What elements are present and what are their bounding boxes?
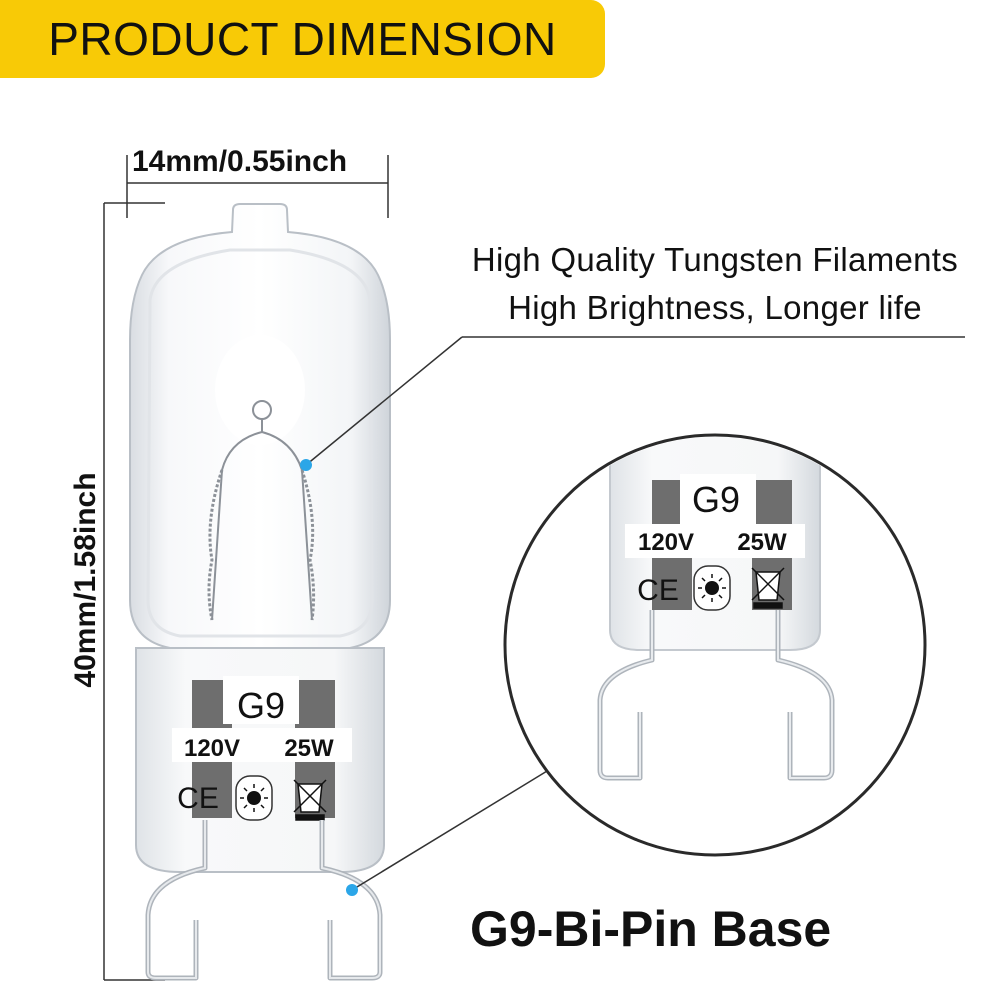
feature-text: High Quality Tungsten Filaments High Bri…: [420, 236, 1000, 332]
base-callout-dot: [346, 884, 358, 896]
base-title: G9-Bi-Pin Base: [470, 901, 832, 957]
crossed-bin-icon: [293, 779, 327, 821]
bulb-wattage-marking: 25W: [284, 735, 334, 762]
feature-line-2: High Brightness, Longer life: [508, 289, 922, 326]
bulb-base: G9 120V 25W CE: [135, 647, 385, 981]
zoom-bulb-wattage-marking: 25W: [737, 529, 787, 556]
zoom-ce-mark: CE: [637, 574, 679, 607]
sun-symbol-icon: [235, 775, 273, 821]
feature-line-1: High Quality Tungsten Filaments: [471, 241, 959, 278]
width-dimension-lines: [126, 155, 389, 218]
zoom-bulb-type-marking: G9: [692, 479, 740, 520]
width-dimension-label: 14mm/0.55inch: [132, 145, 348, 178]
product-dimension-banner: PRODUCT DIMENSION: [0, 0, 605, 78]
zoom-crossed-bin-icon: [751, 567, 785, 609]
base-callout: [346, 767, 553, 896]
zoom-bulb-voltage-marking: 120V: [638, 529, 694, 556]
zoom-sun-symbol-icon: [693, 565, 731, 611]
zoomed-base-detail: G9 120V 25W CE: [503, 433, 927, 857]
bulb-voltage-marking: 120V: [184, 735, 240, 762]
ce-mark: CE: [177, 782, 219, 815]
filament-callout-dot: [300, 459, 312, 471]
bulb-glass: [129, 203, 391, 649]
banner-title: PRODUCT DIMENSION: [48, 13, 557, 65]
filament-callout: [300, 336, 965, 471]
bulb-type-marking: G9: [237, 685, 285, 726]
filament: [207, 400, 316, 621]
